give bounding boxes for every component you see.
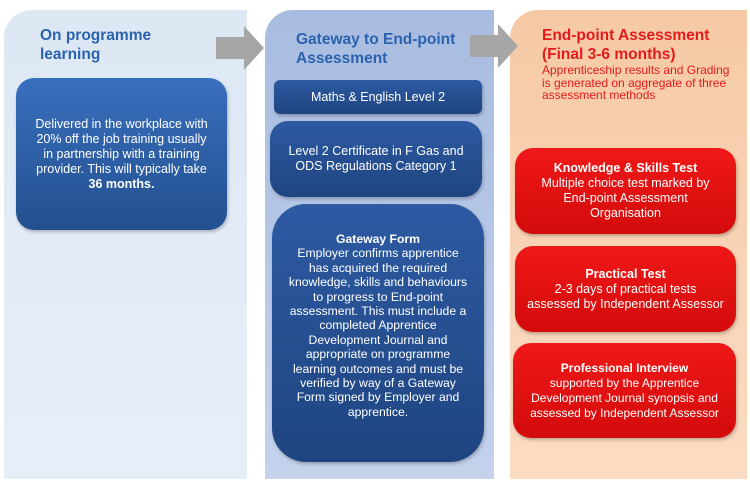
on-programme-heading: On programme learning [40,27,152,63]
gateway-form-title: Gateway Form [336,232,420,246]
practical-test-title: Practical Test [585,266,666,281]
arrow-right-icon [470,24,518,68]
gateway-form-box: Gateway Form Employer confirms apprentic… [272,204,484,462]
end-point-heading-line1: End-point Assessment [542,27,710,44]
professional-interview-body: supported by the Apprentice Development … [530,375,719,420]
on-programme-text: Delivered in the workplace with 20% off … [35,116,208,176]
maths-english-box: Maths & English Level 2 [274,80,482,114]
end-point-subnote: Apprenticeship results and Grading is ge… [542,63,730,102]
on-programme-box: Delivered in the workplace with 20% off … [16,78,227,230]
knowledge-skills-test-box: Knowledge & Skills Test Multiple choice … [515,148,736,234]
fgas-certificate-label: Level 2 Certificate in F Gas and ODS Reg… [288,144,464,173]
professional-interview-title: Professional Interview [560,360,689,375]
end-point-heading: End-point Assessment (Final 3-6 months) [542,26,742,64]
knowledge-skills-test-title: Knowledge & Skills Test [553,161,698,175]
on-programme-duration: 36 months. [88,176,155,191]
end-point-heading-line2: (Final 3-6 months) [542,46,676,63]
gateway-heading: Gateway to End-point Assessment [296,31,456,67]
maths-english-label: Maths & English Level 2 [310,89,446,104]
practical-test-body: 2-3 days of practical tests assessed by … [527,281,724,311]
professional-interview-box: Professional Interview supported by the … [513,343,736,438]
practical-test-box: Practical Test 2-3 days of practical tes… [515,246,736,332]
gateway-form-body: Employer confirms apprentice has acquire… [288,246,468,419]
arrow-right-icon [216,26,264,70]
knowledge-skills-test-body: Multiple choice test marked by End-point… [541,176,710,220]
fgas-certificate-box: Level 2 Certificate in F Gas and ODS Reg… [270,121,482,197]
